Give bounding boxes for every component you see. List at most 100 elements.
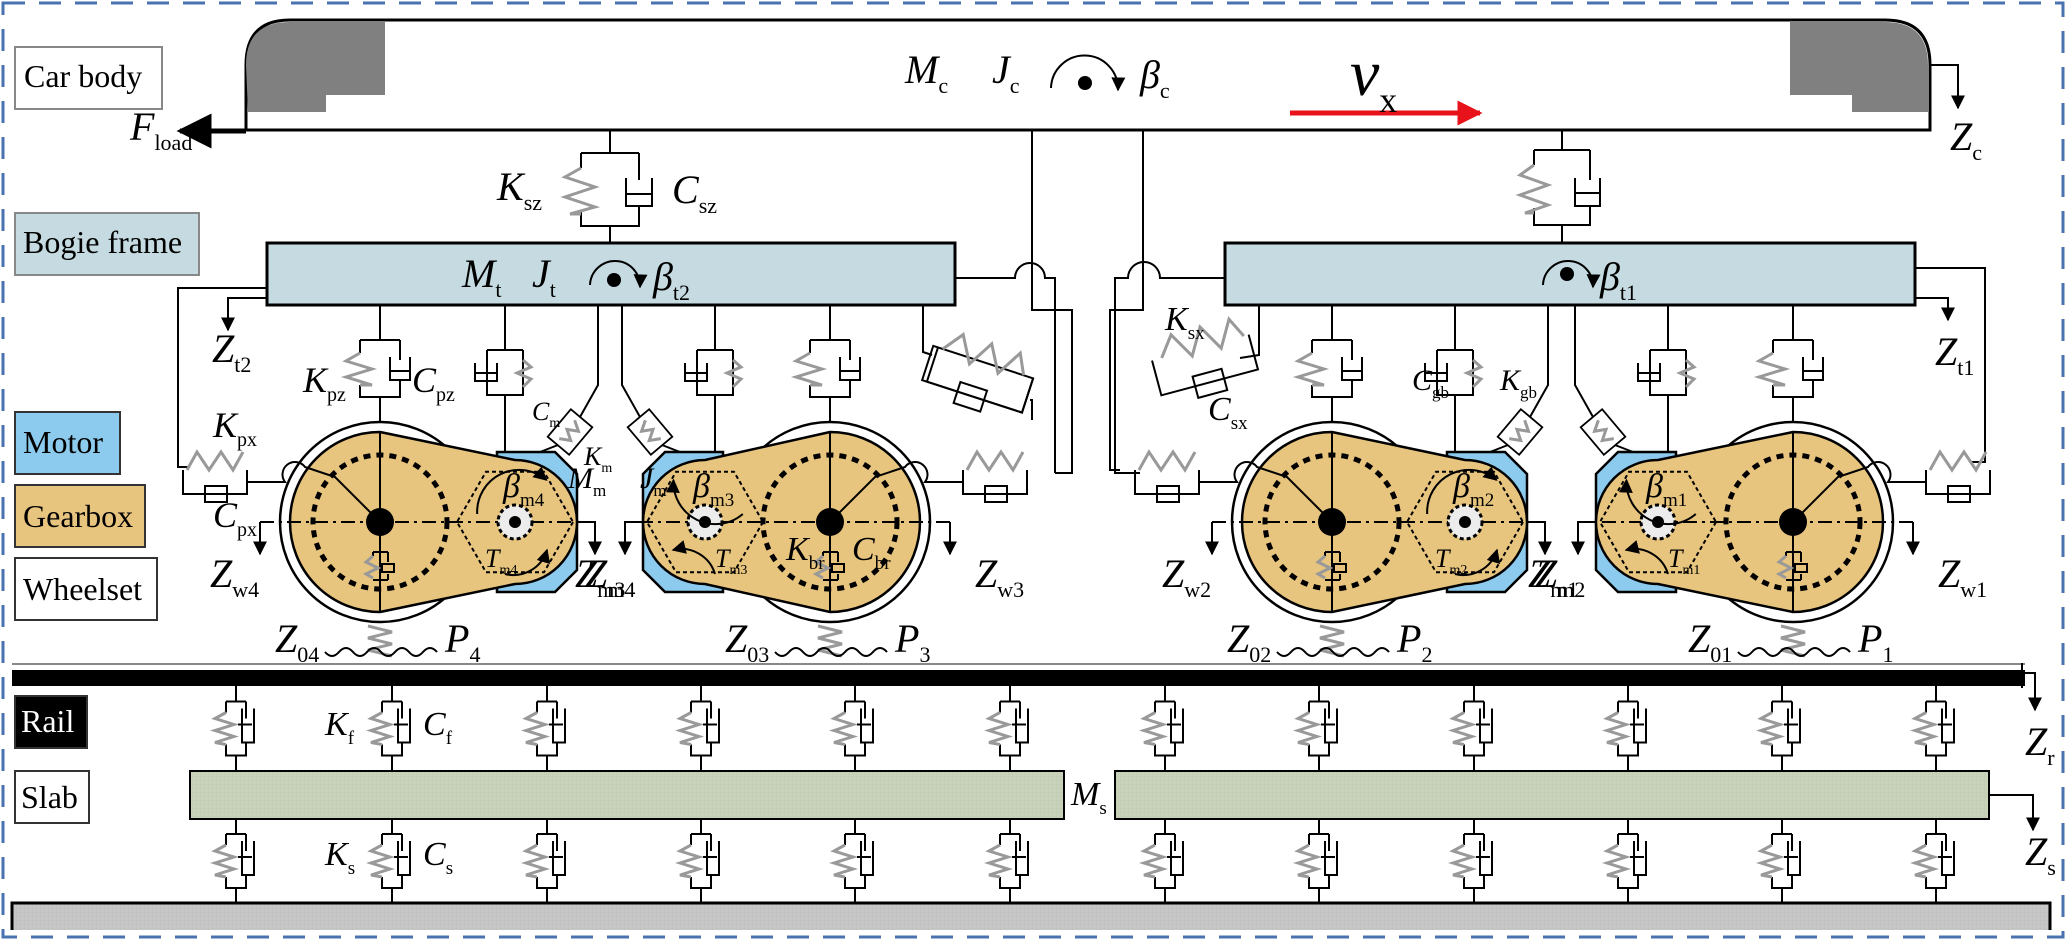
motor-mount-link (1489, 305, 1549, 453)
primary-vert-stiffness-label-sub: pz (327, 384, 346, 406)
bearing-frame (1324, 536, 1341, 612)
bearing-damper (1794, 563, 1808, 573)
bearing-damper (831, 563, 845, 573)
motor-torque-label-4: Tm4 (485, 544, 517, 578)
bogie-rear-displacement-arrow (221, 297, 267, 332)
legend-bogie-frame-box (14, 212, 200, 276)
secondary-longitudinal-front (1151, 316, 1260, 400)
bogie-front-displacement-label: Zt1 (1935, 329, 1974, 380)
wheel-rail-contact-spring (367, 624, 393, 658)
motor-mass-label-sub: m (593, 481, 606, 500)
substructure-spring-damper-8 (1293, 819, 1338, 903)
motor-rotation-label-4-sub: m4 (520, 490, 545, 511)
bogie-mass-label-sub: t (495, 277, 501, 302)
primary-vertical-spring (790, 351, 828, 387)
wheel-displacement-label-3: Zw3 (975, 551, 1024, 602)
load-force-label: Fload (129, 104, 192, 155)
bogie-inertia-label-sub: t (550, 277, 556, 302)
secondary-long-damping-label-sub: sx (1231, 413, 1248, 434)
car-body-displacement-label: Zc (1950, 114, 1982, 165)
substructure-damping-label-main: C (423, 836, 446, 873)
wheel-displacement-label-2-sub: w2 (1184, 577, 1211, 602)
primary-suspension-frame (809, 305, 851, 422)
motor-rotation-label-2-main: β (1452, 468, 1470, 505)
legend-slab-box (14, 770, 90, 824)
motor-rotation-arrow (1618, 478, 1697, 526)
motor-displacement-label-3-main: Z (575, 551, 598, 596)
car-body-pitch-icon (1050, 54, 1126, 92)
motor-stiffness-label-main: K (583, 442, 603, 471)
legend-bogie-frame: Bogie frame (23, 224, 182, 260)
motor-displacement-arrow (577, 521, 602, 556)
slab-mass-label-main: M (1070, 776, 1101, 813)
primary-long-damping-label-main: C (213, 495, 238, 535)
wheelset-3 (618, 305, 1028, 658)
motor-damping-label-main: C (532, 397, 550, 426)
motor-torque-label-1-sub: m1 (1682, 563, 1700, 578)
bearing-frame (1785, 536, 1802, 612)
irregularity-label-4-sub: 04 (297, 642, 319, 667)
rail-displacement-label: Zr (2025, 719, 2055, 770)
track-irregularity (1737, 647, 1851, 657)
bearing-damping-label: Cbr (852, 531, 891, 574)
secondary-spring-front (1515, 163, 1553, 215)
gearbox-hanger-frame (696, 305, 734, 452)
car-body-displacement-label-sub: c (1972, 140, 1982, 165)
motor-torque-label-2-sub: m2 (1449, 563, 1467, 578)
slab-mass-label: Ms (1070, 776, 1107, 819)
motor-torque-label-1: Tm1 (1668, 544, 1700, 578)
car-body-mass-label-sub: c (938, 73, 948, 98)
legend-wheelset-box (14, 557, 158, 621)
slab-right (1114, 770, 1990, 820)
velocity-label: vx (1350, 37, 1397, 120)
motor-torque-label-2: Tm2 (1435, 544, 1467, 578)
wheel-displacement-label-4-sub: w4 (232, 577, 259, 602)
wheel-rail-contact-spring (1780, 624, 1806, 658)
motor-inertia-label-main: J (640, 462, 655, 495)
gearbox-hanger-damper (1424, 363, 1448, 382)
bogie-front-displacement-label-main: Z (1935, 329, 1958, 374)
axlebox-link (1199, 461, 1333, 523)
legend-wheelset: Wheelset (23, 571, 142, 607)
substructure-spring-damper-10 (1602, 819, 1647, 903)
motor-displacement-label-4-main: Z (585, 551, 608, 596)
primary-long-stiffness-label-main: K (212, 405, 239, 445)
primary-vert-damping-label: Cpz (412, 360, 455, 406)
fastener-spring-damper-10 (1602, 686, 1647, 771)
secondary-long-stiffness-label: Ksx (1164, 301, 1205, 344)
primary-vert-stiffness-label: Kpz (302, 360, 346, 406)
wheel-displacement-label-3-main: Z (975, 551, 998, 596)
legend-car-body: Car body (24, 58, 142, 94)
motor-displacement-label-1-main: Z (1528, 551, 1551, 596)
irregularity-label-2: Z02 (1227, 616, 1271, 667)
substructure-stiffness-label: Ks (324, 836, 355, 879)
primary-vert-damping-label-main: C (412, 360, 437, 400)
primary-vert-damping-label-sub: pz (436, 384, 455, 406)
bearing-stiffness-label-main: K (785, 531, 811, 568)
legend-slab: Slab (21, 779, 78, 815)
wheel-displacement-label-4: Zw4 (210, 551, 259, 602)
gearbox-damping-label: Cgb (1412, 364, 1449, 402)
motor-displacement-label-2-main: Z (1535, 551, 1558, 596)
irregularity-label-4: Z04 (275, 616, 319, 667)
motor-torque-label-4-main: T (485, 544, 501, 573)
fastener-spring-damper-4 (675, 686, 720, 771)
motor-rotation-label-3-main: β (692, 468, 710, 505)
secondary-longitudinal-rear (920, 332, 1035, 414)
slab-left (189, 770, 1065, 820)
bogie-rear-pitch-label-main: β (652, 254, 673, 299)
contact-force-label-4-sub: 4 (469, 642, 480, 667)
wheelset-4 (182, 305, 602, 658)
bogie-front-pitch-label-sub: t1 (1620, 280, 1637, 305)
bogie-inertia-label-main: J (532, 251, 552, 296)
slab-displacement-label-sub: s (2047, 855, 2056, 880)
traction-rod-rear (1031, 131, 1073, 474)
primary-vertical-damper (839, 357, 861, 381)
motor-stiffness-label: Km (583, 442, 612, 476)
bogie-mass-label: Mt (461, 251, 501, 302)
fastener-spring-damper-12 (1910, 686, 1955, 771)
secondary-stiffness-label-sub: sz (524, 190, 543, 215)
gearbox-hanger-damper (684, 363, 708, 382)
irregularity-label-1-main: Z (1688, 616, 1711, 661)
secondary-long-stiffness-label-main: K (1164, 301, 1190, 338)
